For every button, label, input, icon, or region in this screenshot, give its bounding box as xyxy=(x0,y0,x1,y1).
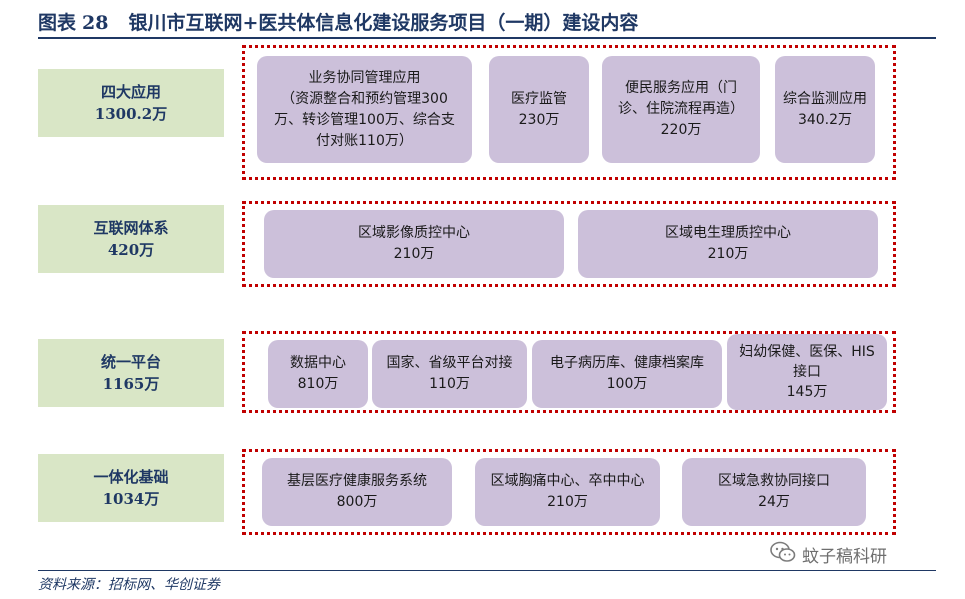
category-name: 一体化基础 xyxy=(93,468,169,486)
item-line: 800万 xyxy=(336,494,378,510)
item-line: 210万 xyxy=(707,246,749,262)
group-apps xyxy=(242,45,896,180)
wechat-icon xyxy=(770,541,796,568)
item-chest-pain-stroke: 区域胸痛中心、卒中中心 210万 xyxy=(475,458,660,526)
item-line: 便民服务应用（门 xyxy=(625,80,737,96)
item-line: 24万 xyxy=(758,494,790,510)
category-amount: 1165万 xyxy=(102,375,160,393)
item-platform-docking: 国家、省级平台对接 110万 xyxy=(372,340,527,408)
item-medical-supervision: 医疗监管 230万 xyxy=(489,56,589,163)
item-line: 区域胸痛中心、卒中中心 xyxy=(490,473,645,489)
item-line: 340.2万 xyxy=(797,111,853,128)
item-primary-care-system: 基层医疗健康服务系统 800万 xyxy=(262,458,452,526)
item-line: 区域影像质控中心 xyxy=(358,225,470,241)
item-line: 区域急救协同接口 xyxy=(718,473,830,489)
watermark: 蚊子稿科研 xyxy=(770,541,887,568)
item-data-center: 数据中心 810万 xyxy=(268,340,368,408)
item-line: 数据中心 xyxy=(290,355,346,371)
item-line: 妇幼保健、医保、HIS xyxy=(739,344,875,360)
item-line: 区域电生理质控中心 xyxy=(665,225,791,241)
group-infrastructure xyxy=(242,449,896,535)
figure-title-text: 银川市互联网+医共体信息化建设服务项目（一期）建设内容 xyxy=(128,12,639,34)
item-line: 210万 xyxy=(393,246,435,262)
item-imaging-qc: 区域影像质控中心 210万 xyxy=(264,210,564,278)
item-emr-health-records: 电子病历库、健康档案库 100万 xyxy=(532,340,722,408)
item-convenience-service: 便民服务应用（门 诊、住院流程再造） 220万 xyxy=(602,56,760,163)
source-rule xyxy=(38,570,936,571)
item-line: 业务协同管理应用 xyxy=(308,69,421,86)
item-business-collab: 业务协同管理应用 （资源整合和预约管理300 万、转诊管理100万、综合支 付对… xyxy=(257,56,472,163)
group-platform xyxy=(242,331,896,413)
category-box-apps: 四大应用 1300.2万 xyxy=(38,69,224,137)
item-line: 接口 xyxy=(793,364,821,380)
category-name: 四大应用 xyxy=(100,83,161,101)
category-box-internet: 互联网体系 420万 xyxy=(38,205,224,273)
category-amount: 420万 xyxy=(107,241,155,259)
category-name: 统一平台 xyxy=(100,353,161,371)
group-internet xyxy=(242,201,896,287)
item-line: 100万 xyxy=(606,376,648,392)
item-line: 综合监测应用 xyxy=(783,90,867,107)
item-line: 医疗监管 xyxy=(511,90,567,107)
item-line: 110万 xyxy=(429,376,470,392)
item-line: 145万 xyxy=(786,384,828,400)
item-electrophysiology-qc: 区域电生理质控中心 210万 xyxy=(578,210,878,278)
category-name: 互联网体系 xyxy=(93,219,169,237)
watermark-text: 蚊子稿科研 xyxy=(802,547,887,567)
item-line: （资源整合和预约管理300 xyxy=(281,90,448,107)
title-rule xyxy=(38,37,936,39)
figure-label: 图表 xyxy=(38,12,77,34)
category-box-platform: 统一平台 1165万 xyxy=(38,339,224,407)
item-line: 220万 xyxy=(660,122,702,138)
item-line: 810万 xyxy=(297,376,339,392)
item-line: 基层医疗健康服务系统 xyxy=(287,473,427,489)
item-line: 国家、省级平台对接 xyxy=(386,355,513,371)
category-amount: 1300.2万 xyxy=(94,105,168,123)
item-line: 210万 xyxy=(547,494,588,510)
category-box-infrastructure: 一体化基础 1034万 xyxy=(38,454,224,522)
item-line: 电子病历库、健康档案库 xyxy=(550,355,704,371)
item-his-interface: 妇幼保健、医保、HIS 接口 145万 xyxy=(727,334,887,410)
category-amount: 1034万 xyxy=(102,490,160,508)
item-line: 诊、住院流程再造） xyxy=(618,101,744,117)
item-monitoring: 综合监测应用 340.2万 xyxy=(775,56,875,163)
item-emergency-interface: 区域急救协同接口 24万 xyxy=(682,458,866,526)
item-line: 万、转诊管理100万、综合支 xyxy=(274,111,455,128)
item-line: 230万 xyxy=(518,111,560,128)
source-note: 资料来源：招标网、华创证券 xyxy=(38,577,220,593)
figure-number: 28 xyxy=(82,12,109,34)
item-line: 付对账110万） xyxy=(316,132,413,149)
